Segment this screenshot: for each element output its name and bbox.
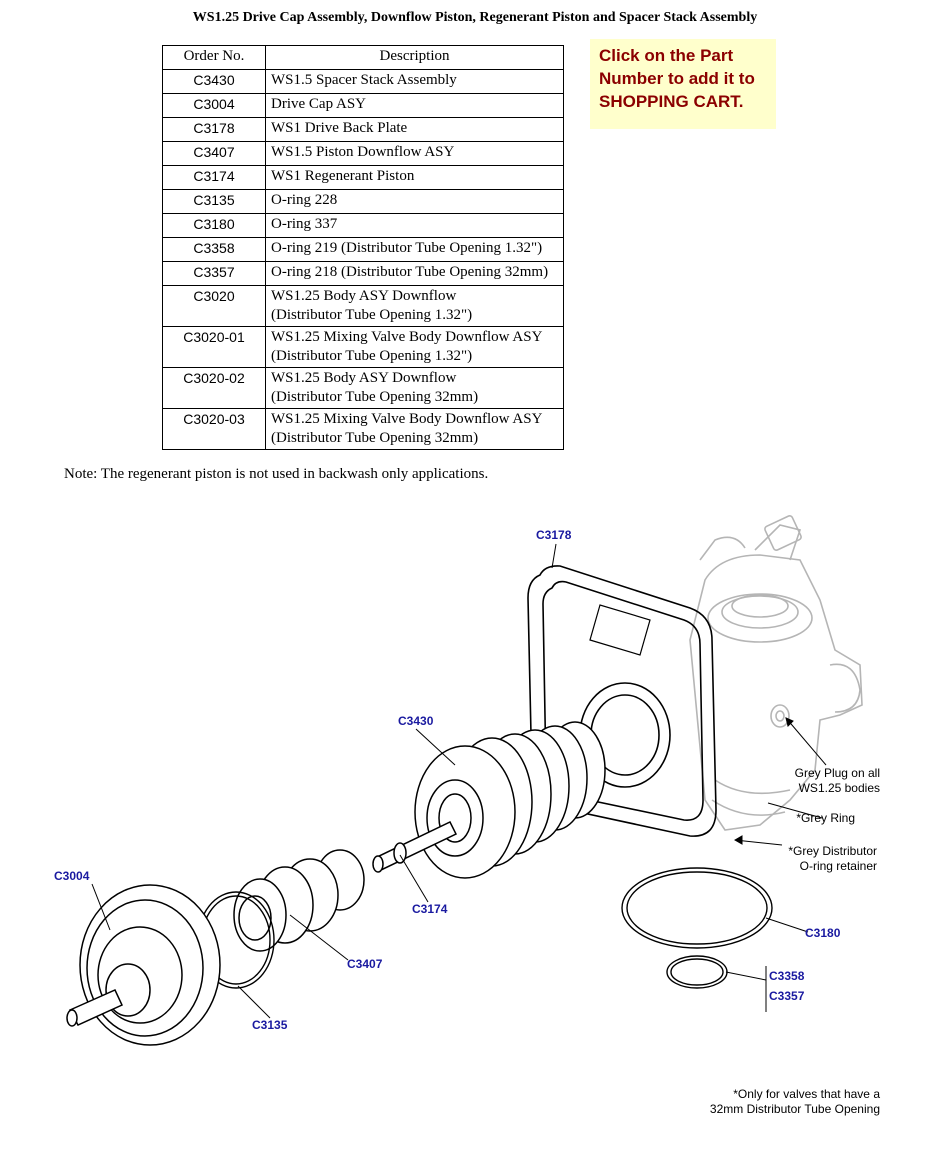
- part-link-c3004[interactable]: C3004: [193, 96, 235, 112]
- label-c3357[interactable]: C3357: [769, 989, 805, 1003]
- part-description: WS1.25 Body ASY Downflow(Distributor Tub…: [265, 367, 564, 409]
- part-description: O-ring 219 (Distributor Tube Opening 1.3…: [265, 237, 564, 262]
- part-link-c3357[interactable]: C3357: [193, 264, 235, 280]
- table-row: C3020-02 WS1.25 Body ASY Downflow(Distrib…: [162, 367, 564, 409]
- table-row: C3020-01 WS1.25 Mixing Valve Body Downflo…: [162, 326, 564, 368]
- label-c3174[interactable]: C3174: [412, 902, 448, 916]
- part-link-c3407[interactable]: C3407: [193, 144, 235, 160]
- part-link-c3178[interactable]: C3178: [193, 120, 235, 136]
- regenerant-note: Note: The regenerant piston is not used …: [64, 466, 489, 482]
- o-ring-c3180: [621, 867, 773, 949]
- shopping-cart-note: Click on the Part Number to add it to SH…: [590, 39, 776, 129]
- leader-lines: [91, 543, 827, 1019]
- note-grey-distributor-line1: *Grey Distributor: [788, 844, 877, 858]
- part-description: WS1.25 Mixing Valve Body Downflow ASY(Di…: [265, 408, 564, 450]
- footnote-line2: 32mm Distributor Tube Opening: [710, 1102, 880, 1116]
- part-link-c3020-03[interactable]: C3020-03: [183, 411, 245, 427]
- table-row: C3357 O-ring 218 (Distributor Tube Openin…: [162, 261, 564, 286]
- table-row: C3020 WS1.25 Body ASY Downflow(Distributo…: [162, 285, 564, 327]
- page-title: WS1.25 Drive Cap Assembly, Downflow Pist…: [192, 10, 758, 25]
- part-description: WS1.25 Mixing Valve Body Downflow ASY(Di…: [265, 326, 564, 368]
- regenerant-piston: [372, 821, 458, 873]
- parts-table: Order No. Description C3430 WS1.5 Spacer …: [162, 45, 564, 450]
- note-grey-distributor-line2: O-ring retainer: [800, 859, 877, 873]
- part-description: Drive Cap ASY: [265, 93, 564, 118]
- table-row: C3020-03 WS1.25 Mixing Valve Body Downflo…: [162, 408, 564, 450]
- table-row: C3174 WS1 Regenerant Piston: [162, 165, 564, 190]
- part-link-c3180[interactable]: C3180: [193, 216, 235, 232]
- part-description: WS1.5 Spacer Stack Assembly: [265, 69, 564, 94]
- part-description: WS1 Drive Back Plate: [265, 117, 564, 142]
- part-link-c3358[interactable]: C3358: [193, 240, 235, 256]
- table-row: C3407 WS1.5 Piston Downflow ASY: [162, 141, 564, 166]
- part-description: WS1.5 Piston Downflow ASY: [265, 141, 564, 166]
- table-row: C3358 O-ring 219 (Distributor Tube Openin…: [162, 237, 564, 262]
- part-description: WS1 Regenerant Piston: [265, 165, 564, 190]
- header-order-no: Order No.: [162, 45, 266, 70]
- label-c3135[interactable]: C3135: [252, 1018, 288, 1032]
- note-grey-plug-line2: WS1.25 bodies: [799, 781, 880, 795]
- label-c3178[interactable]: C3178: [536, 528, 572, 542]
- header-description: Description: [265, 45, 564, 70]
- table-row: C3180 O-ring 337: [162, 213, 564, 238]
- part-description: O-ring 337: [265, 213, 564, 238]
- part-link-c3430[interactable]: C3430: [193, 72, 235, 88]
- valve-body: [689, 515, 863, 831]
- o-ring-c3358-c3357: [666, 955, 728, 989]
- part-description: O-ring 228: [265, 189, 564, 214]
- label-c3430[interactable]: C3430: [398, 714, 434, 728]
- part-link-c3020-01[interactable]: C3020-01: [183, 329, 245, 345]
- part-link-c3020[interactable]: C3020: [193, 288, 235, 304]
- table-row: C3430 WS1.5 Spacer Stack Assembly: [162, 69, 564, 94]
- table-row: C3135 O-ring 228: [162, 189, 564, 214]
- table-row: C3178 WS1 Drive Back Plate: [162, 117, 564, 142]
- part-description: O-ring 218 (Distributor Tube Opening 32m…: [265, 261, 564, 286]
- drive-cap: [66, 884, 221, 1046]
- spacer-stack: [414, 721, 606, 879]
- table-header-row: Order No. Description: [162, 45, 564, 70]
- part-link-c3174[interactable]: C3174: [193, 168, 235, 184]
- note-grey-ring: *Grey Ring: [796, 811, 855, 825]
- footnote-line1: *Only for valves that have a: [733, 1087, 880, 1101]
- label-c3358[interactable]: C3358: [769, 969, 805, 983]
- part-description: WS1.25 Body ASY Downflow(Distributor Tub…: [265, 285, 564, 327]
- part-link-c3020-02[interactable]: C3020-02: [183, 370, 245, 386]
- label-c3407[interactable]: C3407: [347, 957, 383, 971]
- piston-downflow: [233, 849, 365, 952]
- note-grey-plug-line1: Grey Plug on all: [795, 766, 880, 780]
- part-link-c3135[interactable]: C3135: [193, 192, 235, 208]
- label-c3180[interactable]: C3180: [805, 926, 841, 940]
- exploded-parts-diagram: C3178 C3430 C3004 C3174 C3407 C3135 C318…: [54, 515, 880, 1116]
- label-c3004[interactable]: C3004: [54, 869, 90, 883]
- table-row: C3004 Drive Cap ASY: [162, 93, 564, 118]
